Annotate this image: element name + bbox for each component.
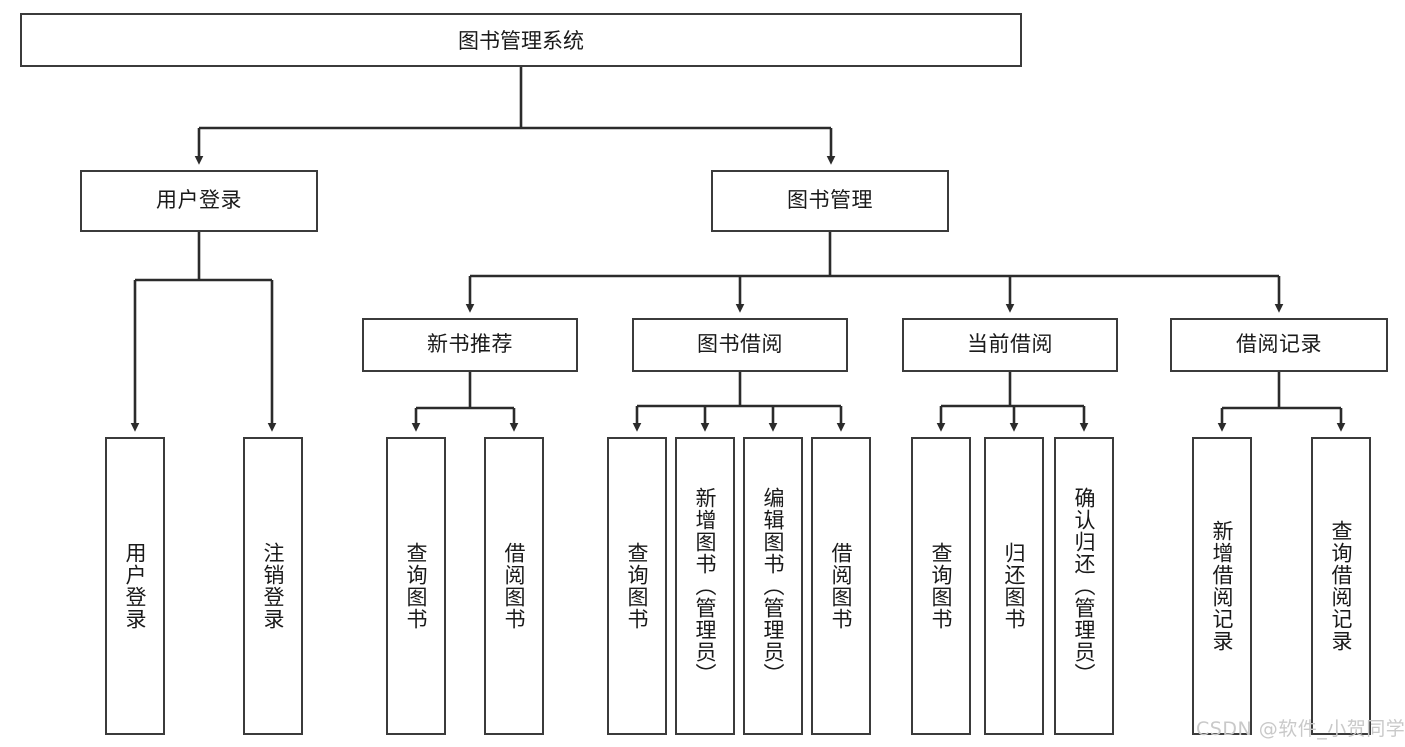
node-label: 借阅图书 bbox=[502, 542, 527, 630]
node-label: 用户登录 bbox=[156, 188, 242, 213]
leaf-query-record[interactable]: 查询借阅记录 bbox=[1311, 437, 1371, 735]
node-label: 查询图书 bbox=[929, 542, 954, 630]
node-label: 注销登录 bbox=[261, 542, 286, 630]
node-label: 用户登录 bbox=[123, 542, 148, 630]
leaf-add-book[interactable]: 新增图书（管理员） bbox=[675, 437, 735, 735]
leaf-user-login[interactable]: 用户登录 bbox=[105, 437, 165, 735]
node-label: 新增图书（管理员） bbox=[693, 487, 718, 685]
leaf-add-record[interactable]: 新增借阅记录 bbox=[1192, 437, 1252, 735]
node-root-system[interactable]: 图书管理系统 bbox=[20, 13, 1022, 67]
node-label: 归还图书 bbox=[1002, 542, 1027, 630]
leaf-query-book-rec[interactable]: 查询图书 bbox=[386, 437, 446, 735]
node-label: 图书借阅 bbox=[697, 332, 783, 357]
node-new-book-rec[interactable]: 新书推荐 bbox=[362, 318, 578, 372]
node-label: 图书管理 bbox=[787, 188, 873, 213]
leaf-return-book[interactable]: 归还图书 bbox=[984, 437, 1044, 735]
leaf-query-book-current[interactable]: 查询图书 bbox=[911, 437, 971, 735]
node-label: 新书推荐 bbox=[427, 332, 513, 357]
node-label: 确认归还（管理员） bbox=[1072, 487, 1097, 685]
node-book-borrow[interactable]: 图书借阅 bbox=[632, 318, 848, 372]
node-label: 查询借阅记录 bbox=[1329, 520, 1354, 652]
node-current-borrow[interactable]: 当前借阅 bbox=[902, 318, 1118, 372]
node-user-login[interactable]: 用户登录 bbox=[80, 170, 318, 232]
leaf-user-logout[interactable]: 注销登录 bbox=[243, 437, 303, 735]
node-label: 当前借阅 bbox=[967, 332, 1053, 357]
node-label: 查询图书 bbox=[625, 542, 650, 630]
node-label: 编辑图书（管理员） bbox=[761, 487, 786, 685]
leaf-query-book-borrow[interactable]: 查询图书 bbox=[607, 437, 667, 735]
node-label: 图书管理系统 bbox=[458, 29, 584, 53]
leaf-confirm-return[interactable]: 确认归还（管理员） bbox=[1054, 437, 1114, 735]
node-label: 查询图书 bbox=[404, 542, 429, 630]
leaf-borrow-book-rec[interactable]: 借阅图书 bbox=[484, 437, 544, 735]
node-book-manage[interactable]: 图书管理 bbox=[711, 170, 949, 232]
node-label: 借阅记录 bbox=[1236, 332, 1322, 357]
leaf-borrow-book[interactable]: 借阅图书 bbox=[811, 437, 871, 735]
node-borrow-record[interactable]: 借阅记录 bbox=[1170, 318, 1388, 372]
csdn-watermark: CSDN @软件_小贺同学 bbox=[1196, 718, 1405, 740]
leaf-edit-book[interactable]: 编辑图书（管理员） bbox=[743, 437, 803, 735]
node-label: 新增借阅记录 bbox=[1210, 520, 1235, 652]
node-label: 借阅图书 bbox=[829, 542, 854, 630]
